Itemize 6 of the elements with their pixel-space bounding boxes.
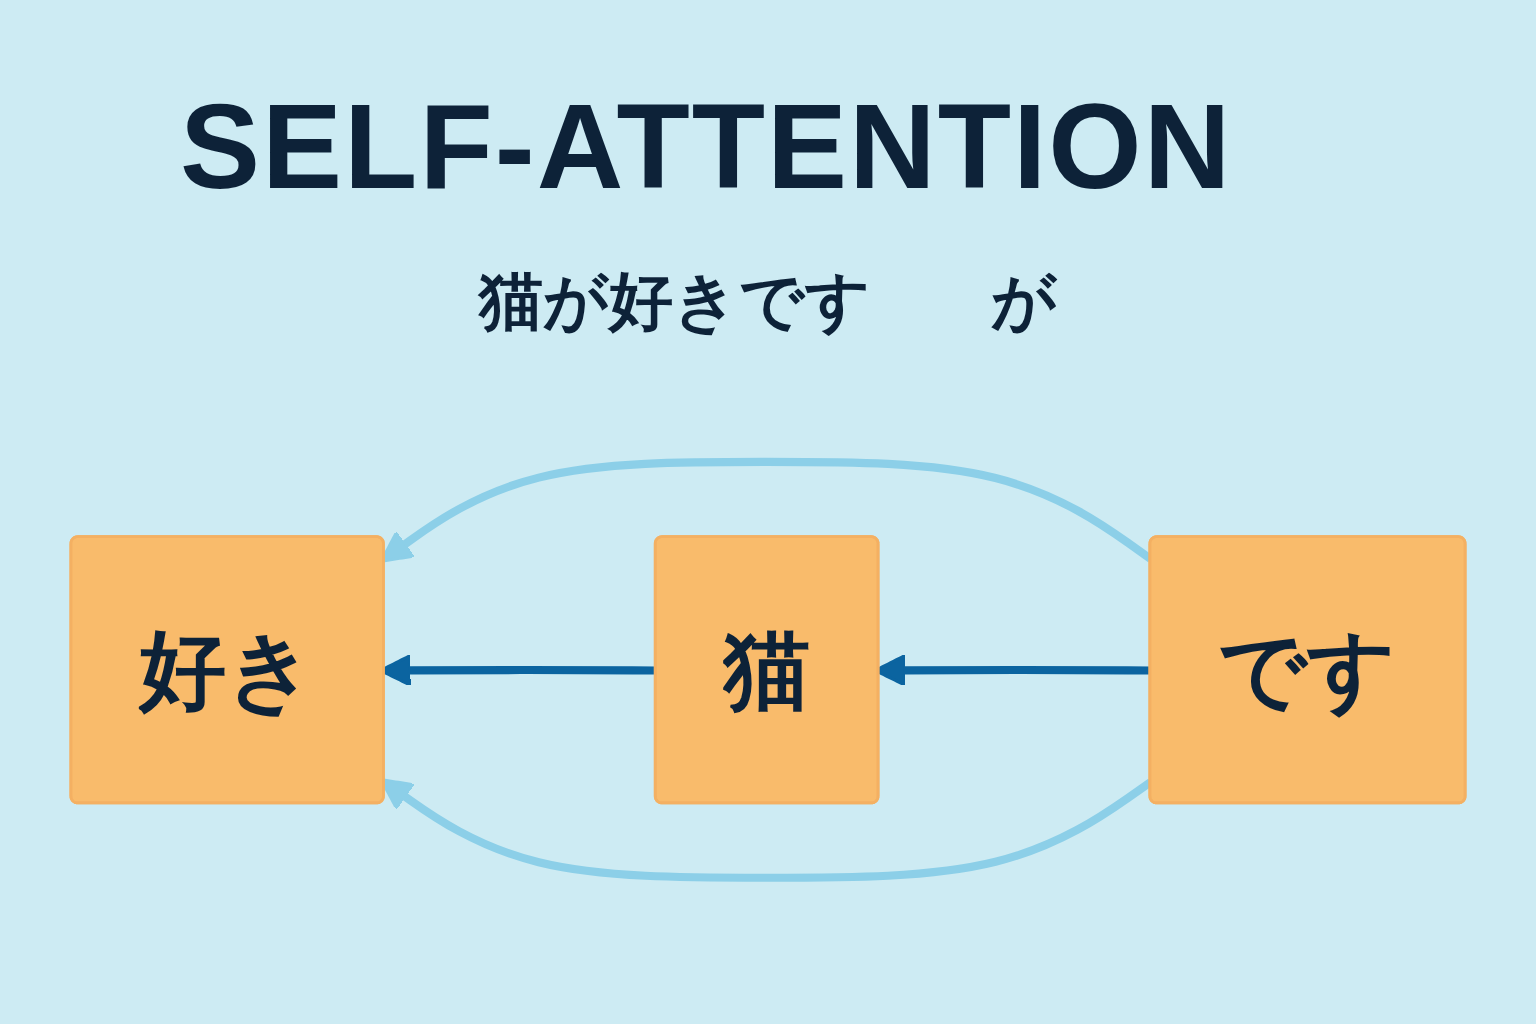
word-box: です [1148, 535, 1467, 805]
sentence-text: 猫が好きです [479, 266, 871, 337]
title: SELF-ATTENTION [180, 86, 1233, 206]
word-box: 猫 [653, 535, 880, 805]
particle-text: が [991, 266, 1057, 337]
word-box: 好き [69, 535, 385, 805]
